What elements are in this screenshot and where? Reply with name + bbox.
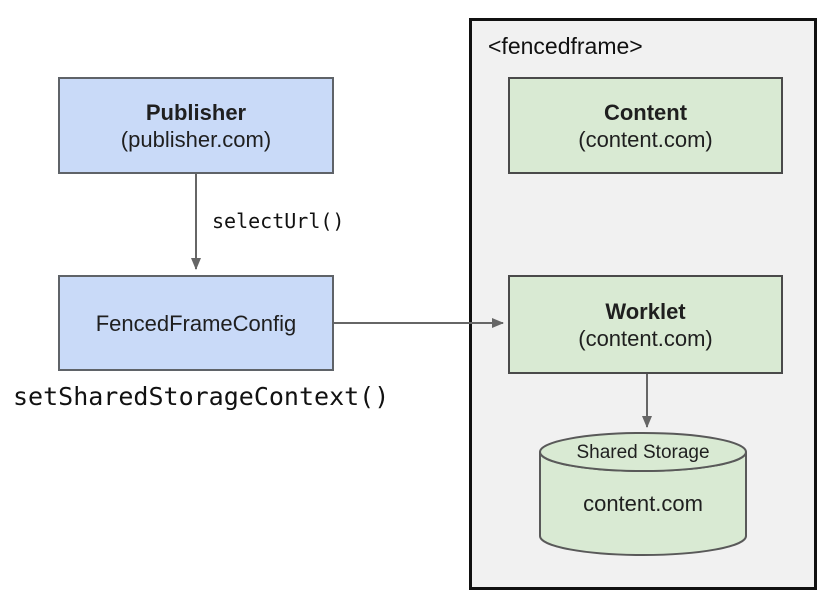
fenced-frame-config-label: FencedFrameConfig [95,310,297,336]
publisher-box: Publisher (publisher.com) [58,77,334,174]
worklet-title: Worklet [605,298,686,324]
shared-storage-title: Shared Storage [576,442,710,463]
publisher-title: Publisher [145,99,247,125]
select-url-label: selectUrl() [212,209,345,233]
worklet-subtitle: (content.com) [578,325,713,351]
content-title: Content [603,99,688,125]
fenced-frame-config-box: FencedFrameConfig [58,275,334,371]
fencedframe-title: <fencedframe> [488,33,643,59]
publisher-subtitle: (publisher.com) [120,126,272,152]
content-box: Content (content.com) [508,77,783,174]
shared-storage-domain: content.com [583,491,703,516]
content-subtitle: (content.com) [578,126,713,152]
set-shared-storage-context-label: setSharedStorageContext() [13,382,390,411]
worklet-box: Worklet (content.com) [508,275,783,374]
